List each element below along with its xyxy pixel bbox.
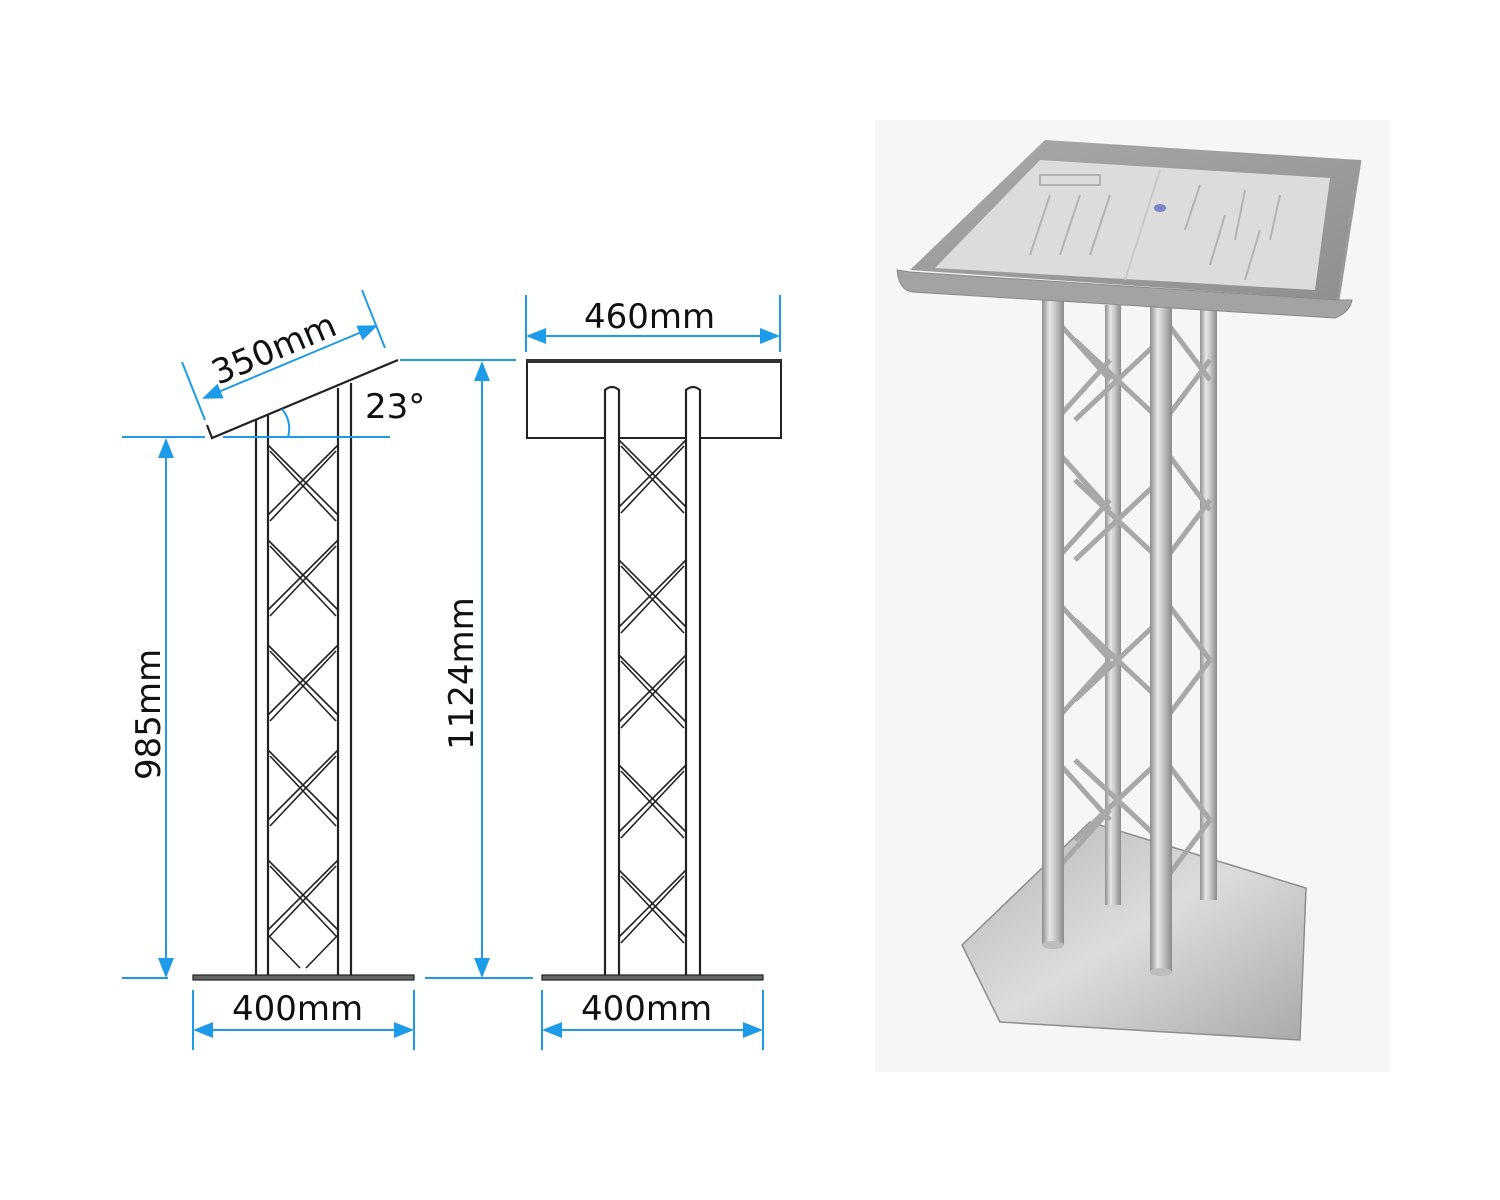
dimension-460mm: 460mm [525,295,781,352]
label-460mm: 460mm [584,297,715,337]
photo-pole-front-left [1042,300,1064,945]
label-23deg: 23° [365,387,425,427]
photo-pole-front-right [1150,300,1172,972]
front-view-drawing: 460mm 1124mm 400mm [400,295,782,1050]
dimension-400mm-front: 400mm [541,989,764,1050]
dimension-350mm: 350mm [181,289,386,421]
dimension-1124mm: 1124mm [400,359,533,979]
photo-truss-bracing [1054,318,1212,882]
label-400mm-front: 400mm [581,989,712,1029]
side-view-truss [254,383,353,975]
photo-reading-top [896,140,1362,319]
label-400mm-side: 400mm [232,989,363,1029]
label-350mm: 350mm [206,305,342,393]
side-view-base-plate [192,974,415,981]
label-985mm: 985mm [129,649,169,780]
side-view-drawing: 350mm 23° 985mm 400mm [122,289,425,1050]
photo-book [935,160,1330,290]
product-photo [875,120,1390,1072]
front-view-top-panel [526,359,782,439]
photo-pole-rear-left [1105,305,1121,905]
angle-23deg: 23° [223,387,425,438]
dimension-400mm-side: 400mm [192,989,415,1050]
label-1124mm: 1124mm [442,597,482,750]
front-view-truss [603,385,702,975]
front-view-base-plate [541,974,764,981]
dimension-985mm: 985mm [122,436,205,979]
photo-pole-rear-right [1200,305,1217,900]
